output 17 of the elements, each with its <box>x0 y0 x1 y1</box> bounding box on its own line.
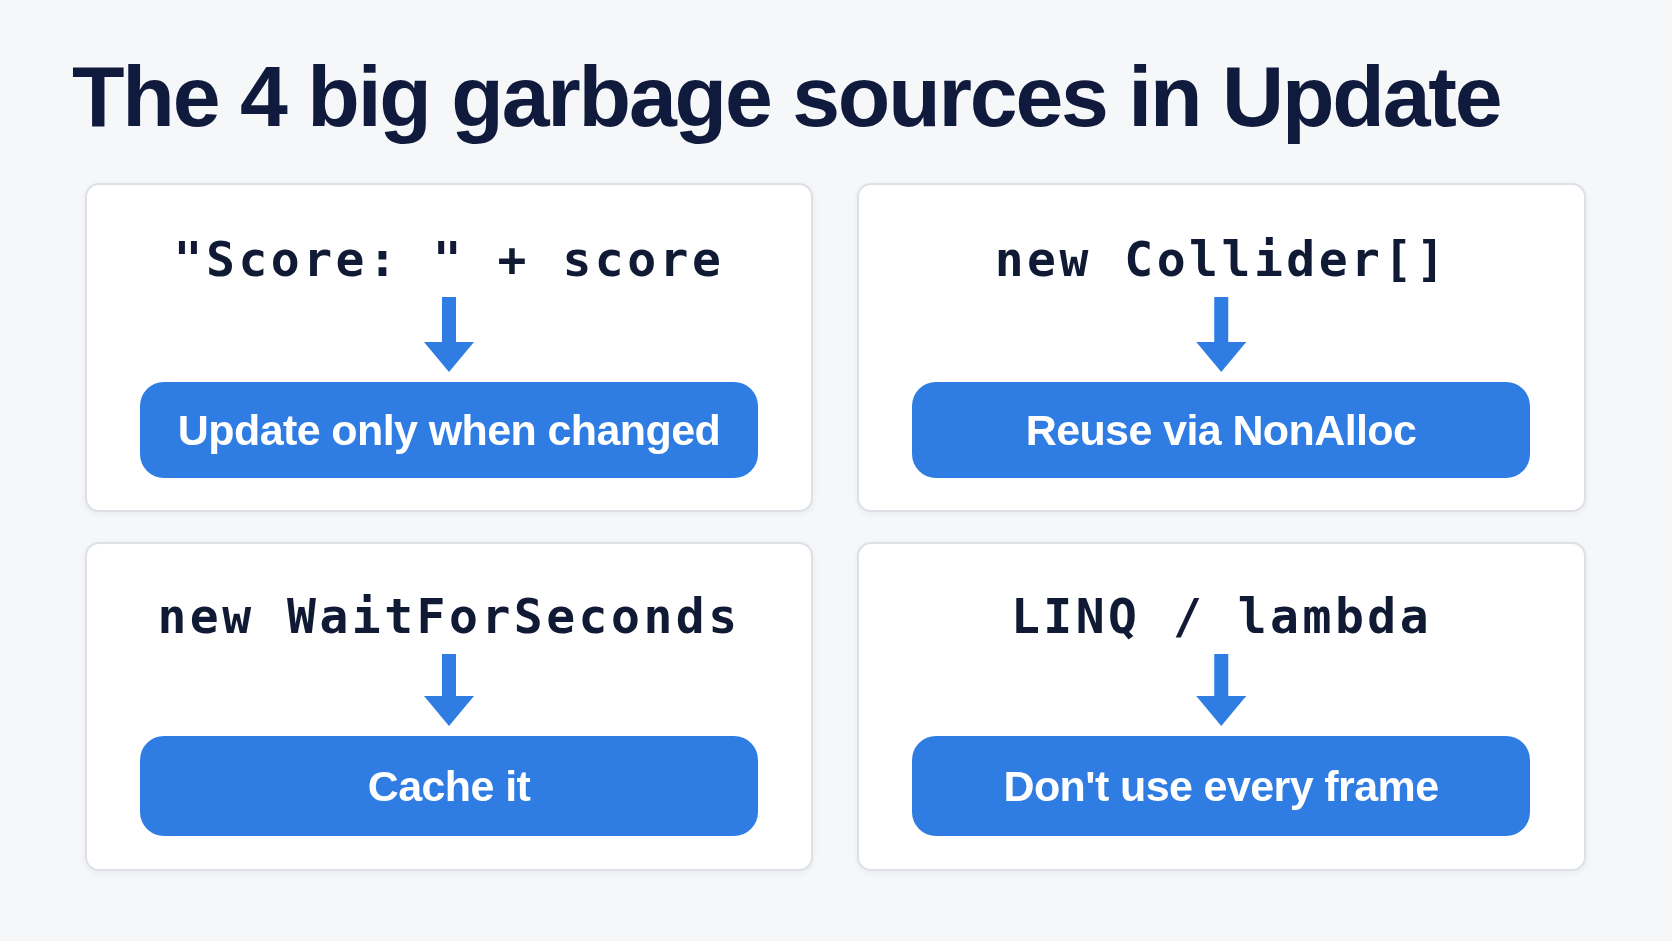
card <box>85 542 813 871</box>
solution-banner: Cache it <box>140 736 758 836</box>
card <box>85 183 813 512</box>
solution-banner: Don't use every frame <box>912 736 1530 836</box>
code-snippet: new WaitForSeconds <box>157 588 741 644</box>
arrow <box>1196 654 1247 726</box>
solution-banner: Update only when changed <box>140 382 758 478</box>
card <box>857 542 1586 871</box>
code-snippet: LINQ / lambda <box>1010 588 1433 644</box>
code-snippet: new Collider[] <box>994 231 1449 287</box>
title: The 4 big garbage sources in Update <box>72 47 1501 146</box>
arrow <box>1196 297 1247 372</box>
solution-banner: Reuse via NonAlloc <box>912 382 1530 478</box>
card <box>857 183 1586 512</box>
code-snippet: "Score: " + score <box>173 231 725 287</box>
arrow <box>424 297 474 372</box>
arrow <box>424 654 474 726</box>
